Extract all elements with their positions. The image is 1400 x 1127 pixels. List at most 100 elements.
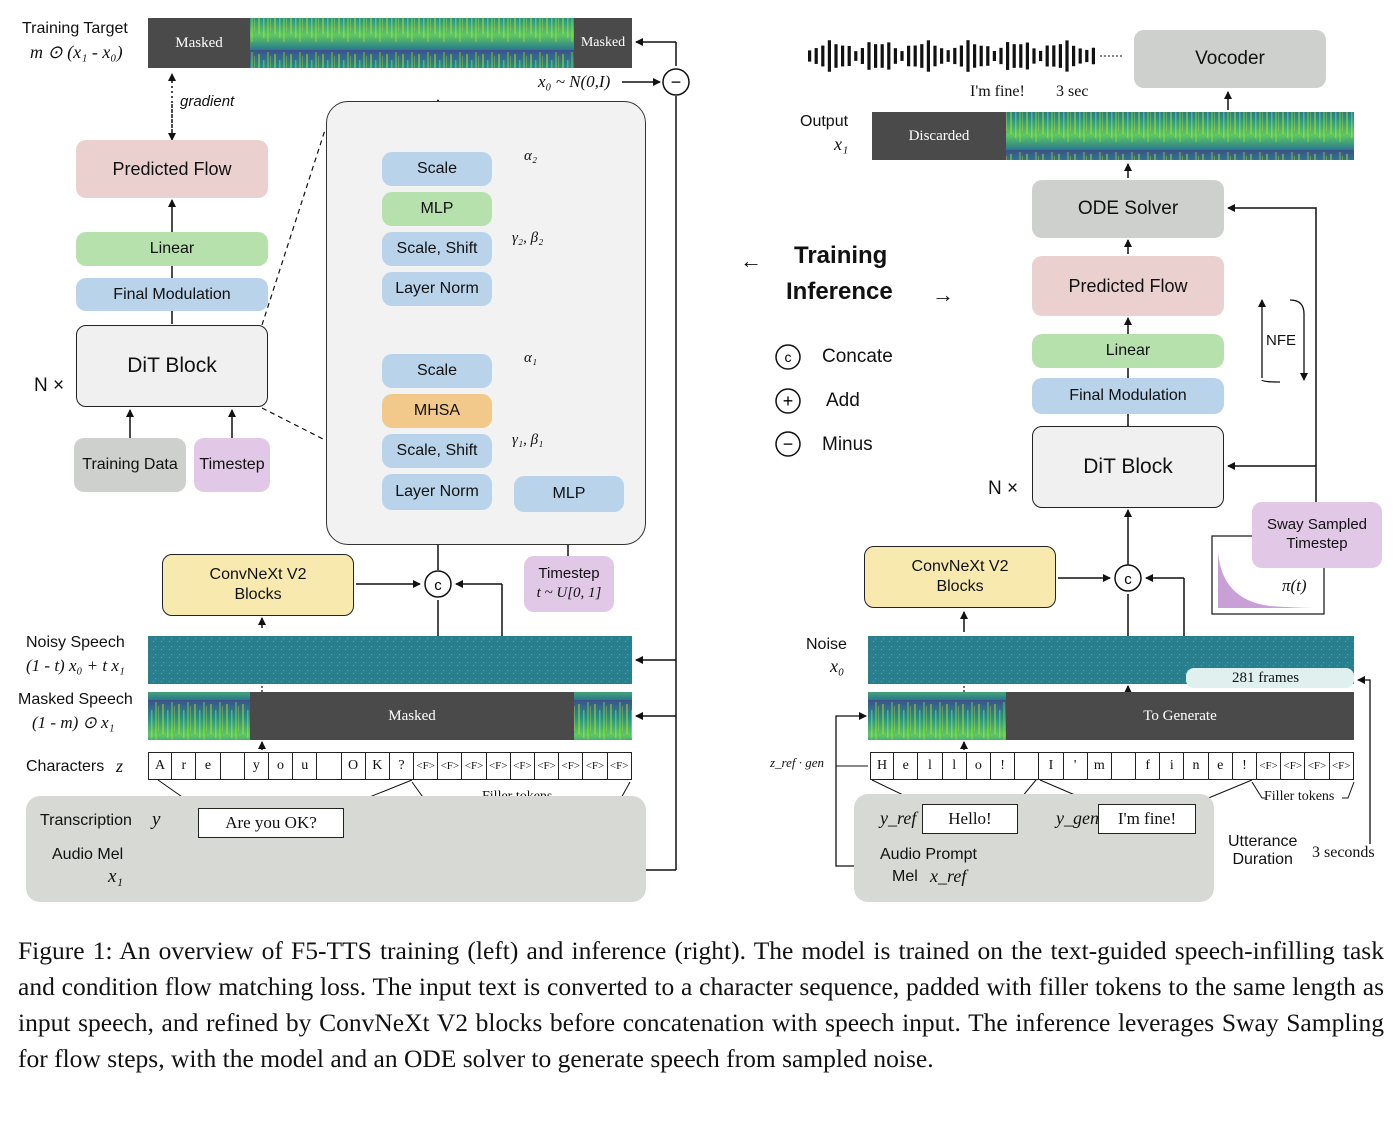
waveform-bar [880, 44, 884, 68]
legend-inference: Inference [786, 278, 893, 305]
to-generate-segment: To Generate [1006, 692, 1354, 740]
svg-text:+: + [783, 391, 794, 411]
waveform-bar [973, 44, 977, 68]
waveform-bar [893, 48, 897, 64]
training-target-math: m ⊙ (x₁ - x₀) [30, 42, 123, 62]
predicted-flow-box: Predicted Flow [76, 140, 268, 198]
f5-tts-diagram: c + + − [18, 18, 1382, 902]
legend-add-label: Add [826, 390, 860, 411]
character-right-cell: m [1087, 752, 1112, 780]
hello-textbox: Hello! [922, 804, 1018, 834]
character-right-cell: l [942, 752, 967, 780]
waveform-bar [1012, 44, 1016, 68]
character-cell: O [341, 752, 366, 780]
character-right-cell: ! [990, 752, 1016, 780]
character-right-cell [1111, 752, 1137, 780]
waveform-bar [867, 42, 871, 70]
convnext-box-right: ConvNeXt V2 Blocks [864, 546, 1056, 608]
y-gen-label: y_gen [1056, 808, 1099, 828]
waveform-bar [854, 51, 858, 61]
waveform-bar [1065, 40, 1069, 72]
audio-prompt-label: Audio Prompt [880, 846, 977, 863]
convnext-box: ConvNeXt V2 Blocks [162, 554, 354, 616]
linear-box-right: Linear [1032, 334, 1224, 368]
waveform-bar [1025, 42, 1029, 70]
waveform-bar [860, 48, 864, 64]
character-cell: o [268, 752, 294, 780]
masked-center-segment: Masked [250, 692, 574, 740]
waveform-bar [907, 45, 911, 67]
x-ref-label: x_ref [930, 866, 967, 886]
scale-box-bottom: Scale [382, 354, 492, 388]
alpha1-label: α₁ [524, 350, 538, 366]
waveform-bar [992, 50, 996, 62]
gamma2-beta2-label: γ₂, β₂ [512, 230, 544, 246]
timestep-distribution: t ~ U[0, 1] [536, 585, 602, 601]
character-cell: <F> [414, 752, 439, 780]
noisy-speech-math: (1 - t) x₀ + t x₁ [26, 656, 125, 675]
waveform-bar [834, 44, 838, 68]
transcription-textbox: Are you OK? [198, 808, 344, 838]
waveform-bar [841, 45, 845, 67]
linear-box: Linear [76, 232, 268, 266]
timestep-sample-label: Timestep [538, 565, 600, 583]
character-cell: <F> [438, 752, 463, 780]
waveform-bar [1058, 44, 1062, 68]
waveform-bar [1032, 48, 1036, 64]
noise-sample-label: x₀ ~ N(0,I) [538, 72, 611, 91]
waveform-bar [946, 50, 950, 62]
character-cell: e [196, 752, 221, 780]
alpha2-label: α₂ [524, 148, 538, 164]
waveform-bar [913, 45, 917, 67]
character-right-cell: H [870, 752, 895, 780]
waveform-bar [900, 51, 904, 61]
sway-sampled-timestep-box: Sway Sampled Timestep [1252, 502, 1382, 568]
noise-label: Noise [806, 636, 847, 653]
legend-training: Training [794, 242, 888, 269]
vocoder-box: Vocoder [1134, 30, 1326, 88]
legend-add-icon [775, 388, 801, 414]
characters-symbol: z [116, 756, 124, 776]
character-right-cell: e [894, 752, 919, 780]
dit-block-box-right: DiT Block [1032, 426, 1224, 508]
noisy-speech-spectrogram [148, 636, 632, 684]
n-times-label-right: N × [988, 478, 1019, 499]
dit-block-box: DiT Block [76, 325, 268, 407]
im-fine-textbox: I'm fine! [1098, 804, 1196, 834]
waveform-bar [999, 47, 1003, 65]
waveform-bar [979, 45, 983, 67]
svg-text:−: − [671, 72, 682, 92]
waveform-bar [1078, 48, 1082, 64]
final-modulation-box: Final Modulation [76, 278, 268, 311]
transcription-label: Transcription [40, 812, 132, 829]
ode-solver-box: ODE Solver [1032, 180, 1224, 238]
legend-left-arrow: ← [740, 248, 762, 273]
noise-symbol: x₀ [830, 656, 845, 676]
n-times-label: N × [34, 375, 65, 396]
noisy-speech-label: Noisy Speech [26, 634, 125, 651]
scale-shift-box-top: Scale, Shift [382, 232, 492, 266]
legend-concate-label: Concate [822, 346, 893, 367]
characters-label: Characters [26, 758, 105, 775]
masked-left-segment: Masked [148, 18, 250, 68]
waveform-bar [1072, 45, 1076, 67]
character-cell: <F> [486, 752, 511, 780]
character-right-cell: ' [1063, 752, 1088, 780]
nfe-label: NFE [1266, 332, 1296, 349]
pi-t-label: π(t) [1282, 576, 1307, 595]
svg-text:c: c [1124, 571, 1132, 588]
svg-text:−: − [783, 434, 794, 454]
legend-right-arrow: → [932, 282, 954, 307]
waveform-bar [1052, 45, 1056, 67]
final-modulation-box-right: Final Modulation [1032, 378, 1224, 414]
svg-text:c: c [785, 349, 792, 365]
masked-right-segment: Masked [574, 18, 632, 68]
waveform-bar [1091, 47, 1095, 65]
timestep-sample-box: Timestep t ~ U[0, 1] [524, 556, 614, 612]
timestep-box: Timestep [194, 438, 270, 492]
character-cell: A [148, 752, 173, 780]
character-right-cell: I [1039, 752, 1064, 780]
layer-norm-box-bottom: Layer Norm [382, 474, 492, 510]
scale-shift-box-bottom: Scale, Shift [382, 434, 492, 468]
